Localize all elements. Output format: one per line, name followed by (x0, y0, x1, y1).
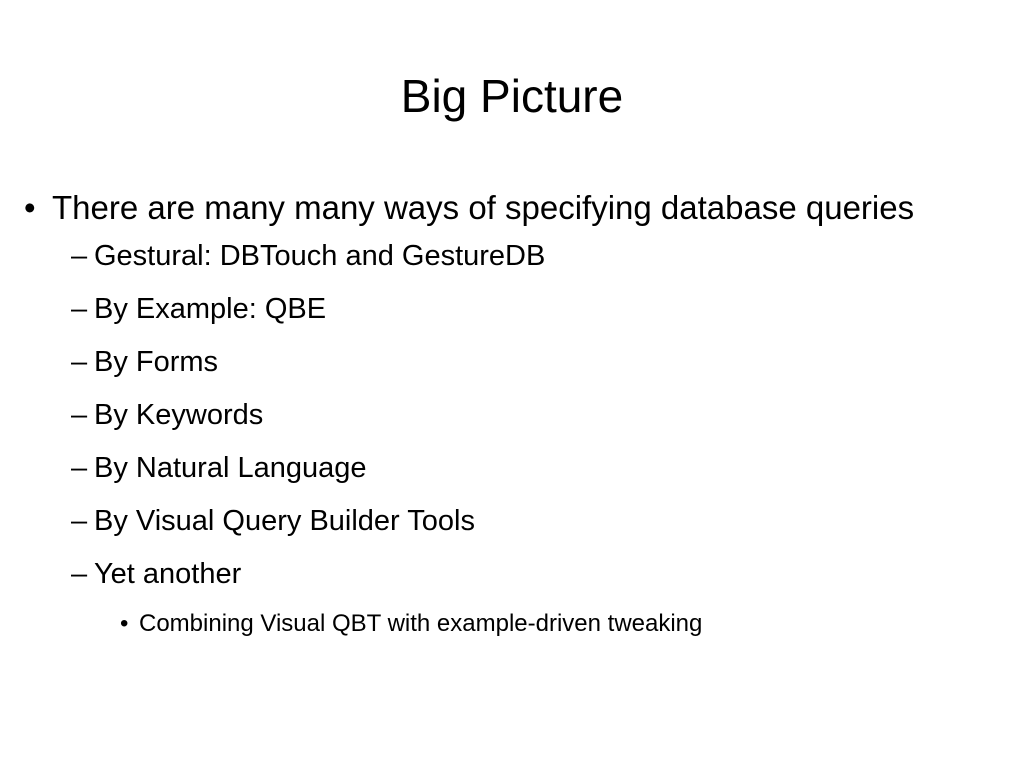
sub-bullet-item: – Yet another (22, 556, 1002, 609)
sub-bullet-text: Yet another (94, 558, 242, 590)
sub-bullet-text: By Forms (94, 346, 219, 378)
sub-bullet-item: – By Visual Query Builder Tools (22, 503, 1002, 556)
sub-bullet-item: – By Keywords (22, 397, 1002, 450)
bullet-item: • There are many many ways of specifying… (22, 186, 1002, 230)
dash-marker: – (71, 346, 88, 378)
dash-marker: – (71, 505, 88, 537)
sub-bullet-item: – By Example: QBE (22, 291, 1002, 344)
dash-marker: – (71, 452, 88, 484)
sub-bullet-item: – By Natural Language (22, 450, 1002, 503)
slide-body: • There are many many ways of specifying… (22, 186, 1002, 643)
bullet-marker: • (120, 610, 129, 637)
sub-bullet-item: – Gestural: DBTouch and GestureDB (22, 238, 1002, 291)
dash-marker: – (71, 293, 88, 325)
sub-sub-bullet-item: • Combining Visual QBT with example-driv… (22, 609, 1002, 643)
sub-bullet-text: By Natural Language (94, 452, 367, 484)
sub-bullet-text: By Keywords (94, 399, 264, 431)
bullet-marker: • (24, 189, 36, 226)
slide-title: Big Picture (400, 70, 624, 122)
sub-bullet-text: By Visual Query Builder Tools (94, 505, 475, 537)
dash-marker: – (71, 399, 88, 431)
bullet-text: There are many many ways of specifying d… (52, 189, 915, 226)
sub-bullet-item: – By Forms (22, 344, 1002, 397)
sub-bullet-text: By Example: QBE (94, 293, 327, 325)
sub-sub-bullet-text: Combining Visual QBT with example-driven… (139, 610, 703, 637)
sub-bullet-text: Gestural: DBTouch and GestureDB (94, 240, 546, 272)
dash-marker: – (71, 558, 88, 590)
dash-marker: – (71, 240, 88, 272)
